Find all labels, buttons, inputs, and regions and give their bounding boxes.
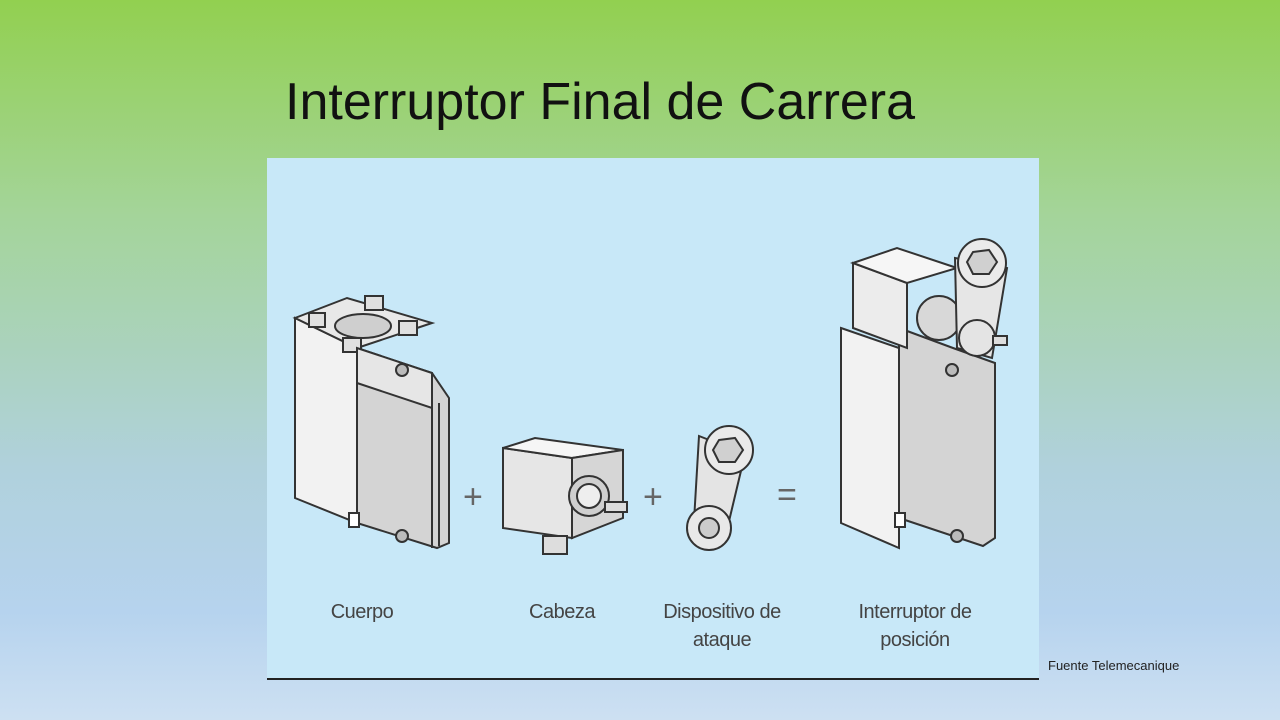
caption-interruptor: Interruptor de posición bbox=[835, 598, 995, 654]
plus-operator: + bbox=[463, 478, 483, 516]
source-credit: Fuente Telemecanique bbox=[1048, 658, 1180, 673]
caption-dispositivo-line2: ataque bbox=[692, 629, 752, 651]
caption-interruptor-line1: Interruptor de bbox=[858, 601, 972, 623]
caption-dispositivo-line1: Dispositivo de bbox=[663, 601, 781, 623]
body-part-image bbox=[292, 295, 450, 550]
equals-operator: = bbox=[777, 476, 797, 514]
caption-cuerpo: Cuerpo bbox=[330, 601, 394, 623]
figure-panel: + + = Cuerpo Cabeza Dispositivo de ataqu… bbox=[267, 158, 1039, 680]
caption-cabeza: Cabeza bbox=[529, 601, 595, 623]
caption-interruptor-line2: posición bbox=[880, 629, 950, 651]
limit-switch-diagram bbox=[292, 238, 1009, 555]
slide-title: Interruptor Final de Carrera bbox=[285, 73, 916, 131]
caption-dispositivo: Dispositivo de ataque bbox=[637, 598, 807, 654]
actuator-part-image bbox=[686, 425, 754, 551]
head-part-image bbox=[502, 436, 628, 555]
plus-operator: + bbox=[643, 478, 663, 516]
assembled-switch-image bbox=[840, 238, 1009, 550]
